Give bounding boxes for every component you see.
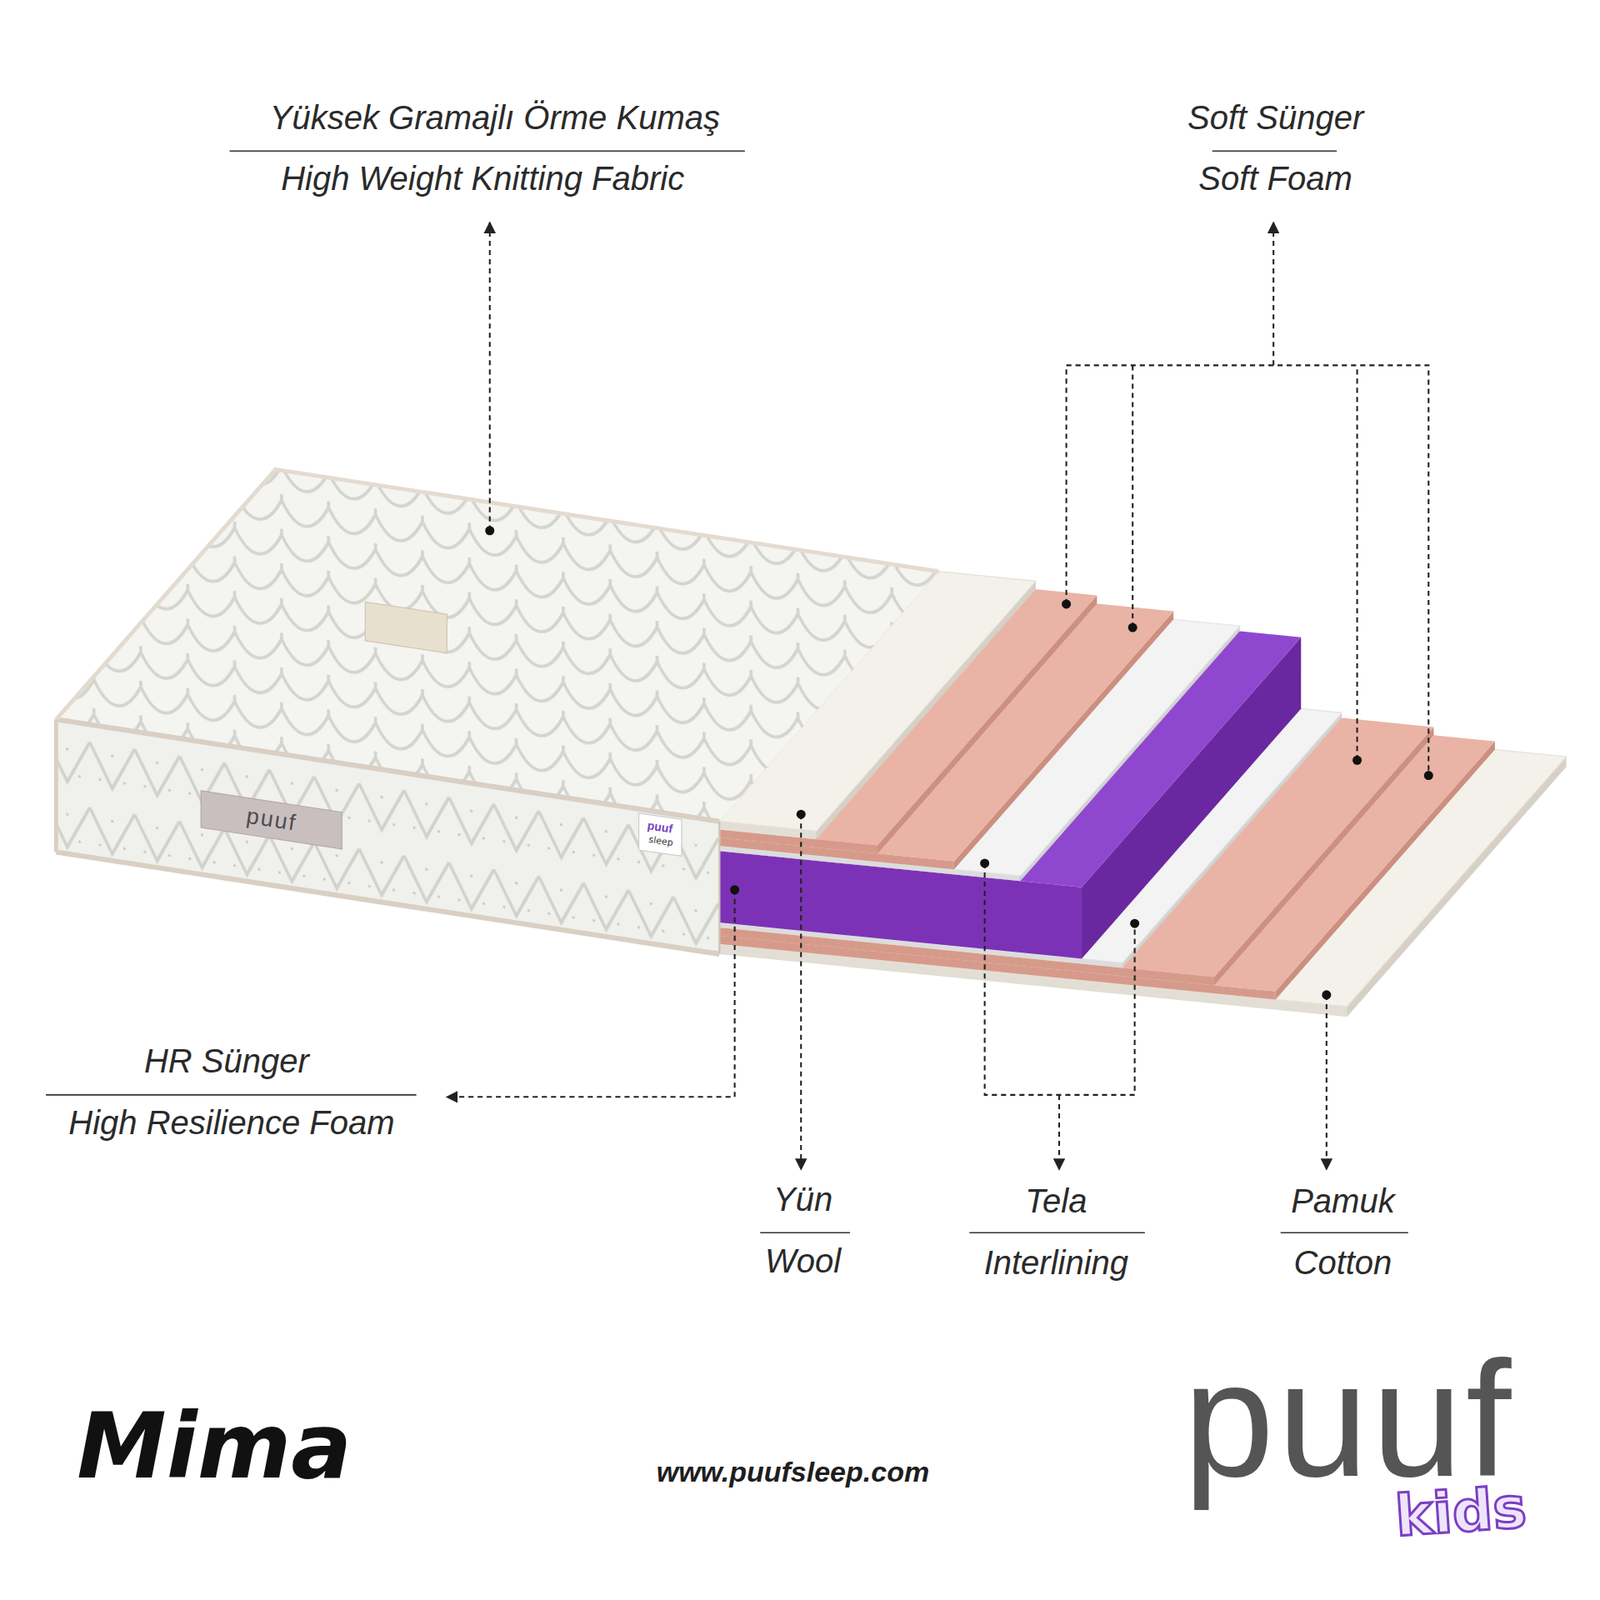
part-name: Soft Foam [1198, 160, 1353, 197]
part-name: Tela [1025, 1182, 1087, 1220]
part-name: High Weight Knitting Fabric [280, 160, 685, 197]
part-name: High Resilience Foam [68, 1104, 395, 1141]
leader-lines [446, 222, 1429, 1170]
part-name: Soft Sünger [1187, 99, 1364, 136]
part-name: HR Sünger [144, 1042, 310, 1080]
covered-mattress [55, 469, 939, 955]
part-name: Yüksek Gramajlı Örme Kumaş [270, 99, 720, 136]
part-name: Interlining [984, 1244, 1129, 1281]
brand-tag: puuf [646, 819, 674, 836]
brand-logo: puuf [1183, 1338, 1515, 1502]
label-rules [45, 150, 1409, 1233]
website: www.puufsleep.com [656, 1456, 930, 1488]
brand-logo: kids [1393, 1476, 1530, 1549]
part-name: Cotton [1293, 1244, 1392, 1281]
leader-dots [485, 525, 1434, 1000]
brand-tag: sleep [648, 835, 675, 849]
part-name: Pamuk [1290, 1182, 1395, 1220]
product-logo: Mima [76, 1397, 352, 1497]
part-name: Yün [773, 1180, 833, 1218]
brand-tag: puuf [245, 804, 299, 837]
part-name: Wool [765, 1242, 841, 1280]
